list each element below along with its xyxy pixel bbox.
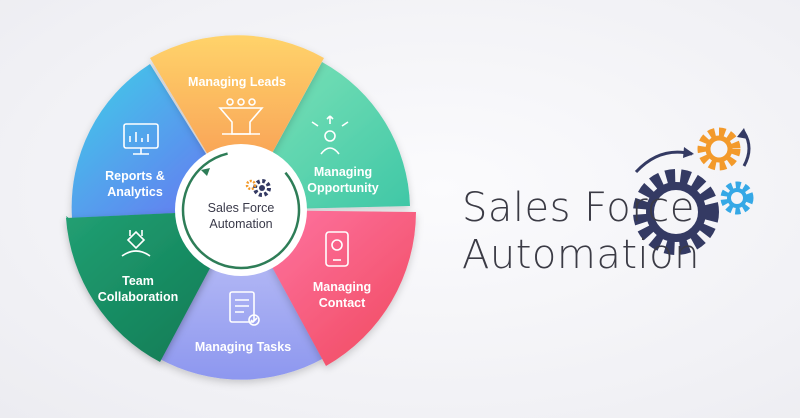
segment-leads-label: Managing Leads bbox=[188, 75, 286, 89]
opportunity-person-arrows-icon bbox=[311, 115, 349, 155]
segment-tasks-label: Managing Tasks bbox=[195, 340, 291, 354]
segment-tasks bbox=[158, 210, 324, 380]
team-hands-icon bbox=[121, 230, 151, 257]
segment-opportunity-label-line2: Opportunity bbox=[307, 181, 379, 195]
center-ring-arrow bbox=[201, 168, 210, 176]
segment-reports-label-line2: Analytics bbox=[107, 185, 163, 199]
dark-gear-icon bbox=[633, 169, 719, 255]
contact-phone-icon bbox=[325, 231, 349, 267]
title-line2: Automation bbox=[462, 232, 700, 278]
segment-team-label-line1: Team bbox=[122, 274, 154, 288]
reports-dashboard-icon bbox=[123, 123, 159, 155]
tasks-checklist-icon bbox=[229, 291, 260, 326]
orange-gear-icon bbox=[697, 127, 741, 171]
center-circle bbox=[175, 144, 307, 276]
title-line1: Sales Force bbox=[462, 185, 695, 231]
blue-gear-icon bbox=[720, 181, 754, 215]
center-ring bbox=[181, 150, 301, 270]
center-label-line1: Sales Force bbox=[208, 201, 275, 215]
segment-leads bbox=[150, 35, 324, 210]
segment-contact-label-line1: Managing bbox=[313, 280, 371, 294]
segment-team-label-line2: Collaboration bbox=[98, 290, 179, 304]
gears-illustration bbox=[633, 127, 754, 255]
leads-funnel-icon bbox=[218, 98, 264, 135]
center-label-line2: Automation bbox=[209, 217, 272, 231]
segment-opportunity-label-line1: Managing bbox=[314, 165, 372, 179]
segment-contact-label-line2: Contact bbox=[319, 296, 366, 310]
curved-arrow-left-head bbox=[683, 147, 694, 158]
curved-arrow-right-head bbox=[737, 128, 748, 139]
segment-reports-label-line1: Reports & bbox=[105, 169, 165, 183]
center-gears-icon bbox=[245, 179, 271, 197]
